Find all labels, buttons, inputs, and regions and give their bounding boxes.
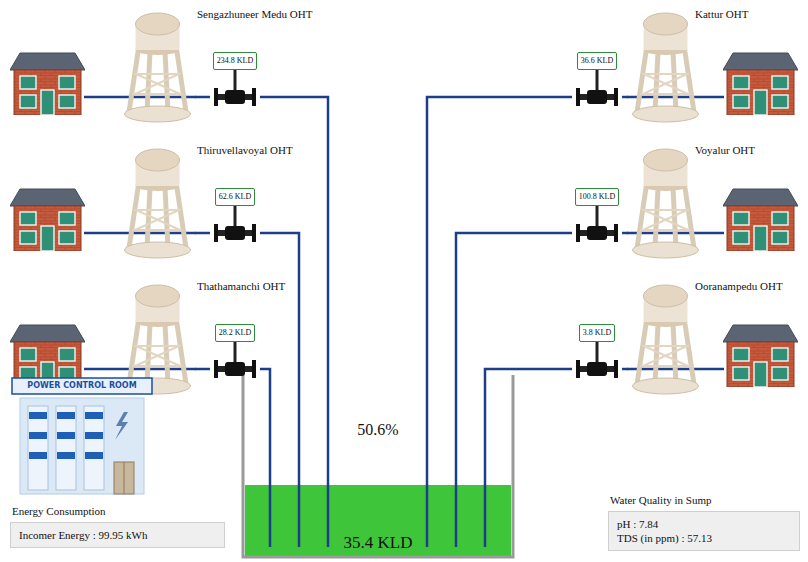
flow-meter: 62.6 KLD [210,188,260,243]
sump-water [245,485,511,556]
fill-level: 50.6% [357,421,398,439]
water-pipe [195,96,210,99]
sump-wall [243,375,513,557]
tower-figure [628,12,703,124]
water-pipe [622,368,628,371]
flow-reading: 234.8 KLD [213,52,257,70]
house-icon [723,53,798,115]
panel-value: TDS (in ppm) : 57.13 [617,531,791,545]
room-title: POWER CONTROL ROOM [12,378,152,394]
tower-name: Thiruvellavoyal OHT [197,144,293,157]
sump-tank: 35.4 KLD [245,485,511,556]
water-pipe [427,97,572,485]
panel-box: Incomer Energy : 99.95 kWh [10,522,225,548]
tower-name: Ooranampedu OHT [695,280,783,293]
tower-figure [120,12,195,124]
house-icon [723,189,798,251]
water-tower: Thiruvellavoyal OHT [120,148,195,260]
flow-reading: 28.2 KLD [215,324,255,342]
water-pipe [485,369,572,485]
water-tower: Voyalur OHT [628,148,703,260]
water-pipe [622,96,628,99]
info-panel: Water Quality in Sump pH : 7.84TDS (in pp… [608,493,800,557]
flow-meter: 28.2 KLD [210,324,260,379]
flow-meter: 100.8 KLD [572,188,622,243]
panel-heading: Water Quality in Sump [610,493,711,507]
water-pipe [195,368,210,371]
water-tower: Kattur OHT [628,12,703,124]
water-pipe [260,369,270,485]
water-tower: Ooranampedu OHT [628,284,703,396]
water-pipe [195,232,210,235]
house-icon [723,325,798,387]
panel-value: pH : 7.84 [617,517,791,531]
water-tower: Sengazhuneer Medu OHT [120,12,195,124]
panel-box: pH : 7.84TDS (in ppm) : 57.13 [608,511,800,551]
tower-name: Voyalur OHT [695,144,755,157]
house-icon [10,189,85,251]
tower-name: Kattur OHT [695,8,748,21]
water-pipe [622,232,628,235]
panel-heading: Energy Consumption [12,504,106,518]
flow-meter: 3.8 KLD [572,324,622,379]
flow-reading: 100.8 KLD [575,188,619,206]
tower-figure [120,148,195,260]
flow-reading: 3.8 KLD [579,324,615,342]
sump-volume: 35.4 KLD [245,533,511,553]
flow-meter: 234.8 KLD [210,52,260,107]
panel-value: Incomer Energy : 99.95 kWh [19,528,216,542]
tower-name: Sengazhuneer Medu OHT [197,8,312,21]
building-icon [12,378,152,496]
tower-figure [628,284,703,396]
power-control-room: POWER CONTROL ROOM [12,378,152,496]
water-pipe [456,233,572,485]
water-pipe [260,233,299,485]
tower-name: Thathamanchi OHT [197,280,285,293]
house-icon [10,53,85,115]
flow-meter: 36.6 KLD [572,52,622,107]
flow-reading: 62.6 KLD [215,188,255,206]
flow-reading: 36.6 KLD [577,52,617,70]
info-panel: Energy ConsumptionIncomer Energy : 99.95… [10,504,225,556]
tower-figure [628,148,703,260]
